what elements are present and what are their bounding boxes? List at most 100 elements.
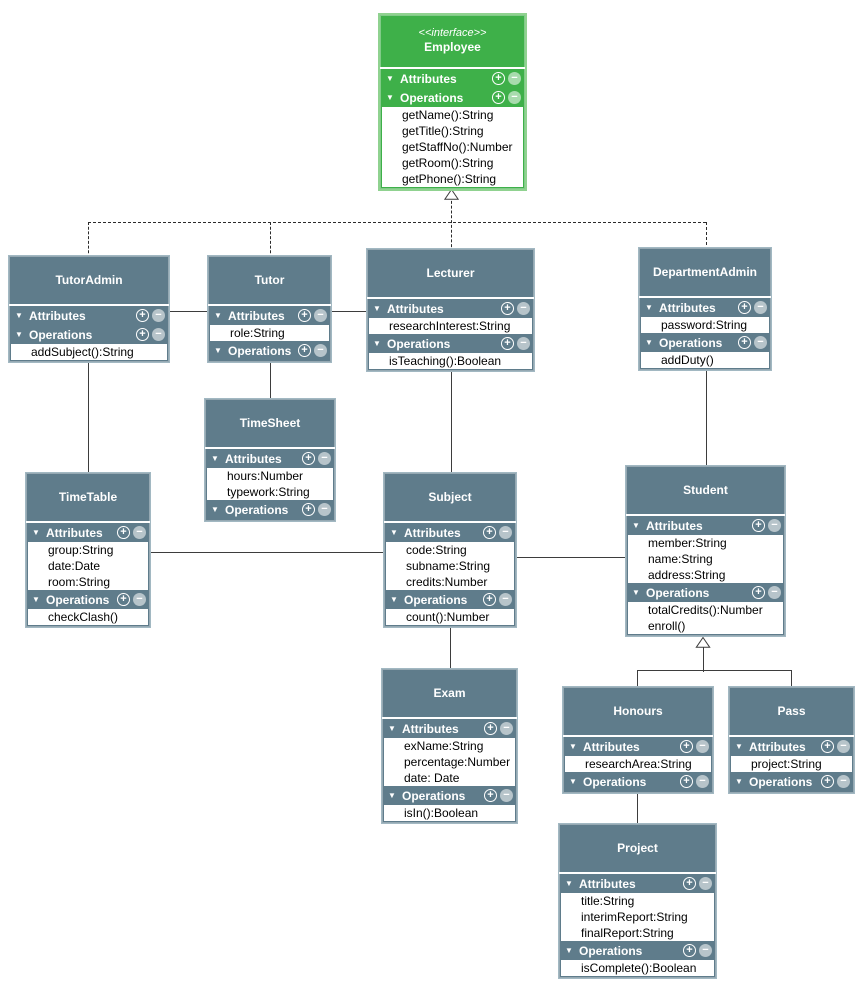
attribute-row[interactable]: group:String bbox=[48, 543, 114, 557]
connector-association-departmentadmin-student[interactable] bbox=[706, 368, 707, 470]
collapse-triangle-icon[interactable]: ▼ bbox=[211, 454, 219, 463]
remove-operation-icon[interactable]: − bbox=[133, 593, 146, 606]
connector-association-subject-exam[interactable] bbox=[450, 625, 451, 672]
connector-realization-drop-departmentadmin[interactable] bbox=[706, 222, 707, 250]
attribute-row[interactable]: project:String bbox=[751, 757, 822, 771]
remove-attribute-icon[interactable]: − bbox=[754, 301, 767, 314]
remove-attribute-icon[interactable]: − bbox=[508, 72, 521, 85]
add-attribute-icon[interactable]: + bbox=[117, 526, 130, 539]
add-operation-icon[interactable]: + bbox=[483, 593, 496, 606]
collapse-triangle-icon[interactable]: ▼ bbox=[645, 303, 653, 312]
operation-row[interactable]: totalCredits():Number bbox=[648, 603, 763, 617]
attribute-row[interactable]: room:String bbox=[48, 575, 111, 589]
collapse-triangle-icon[interactable]: ▼ bbox=[373, 304, 381, 313]
add-attribute-icon[interactable]: + bbox=[492, 72, 505, 85]
operation-row[interactable]: getTitle():String bbox=[402, 124, 484, 138]
remove-attribute-icon[interactable]: − bbox=[768, 519, 781, 532]
remove-operation-icon[interactable]: − bbox=[499, 593, 512, 606]
operation-row[interactable]: isIn():Boolean bbox=[404, 806, 479, 820]
operations-section-header[interactable]: ▼Operations+− bbox=[563, 772, 713, 791]
remove-attribute-icon[interactable]: − bbox=[499, 526, 512, 539]
collapse-triangle-icon[interactable]: ▼ bbox=[214, 311, 222, 320]
attributes-section-header[interactable]: ▼Attributes+− bbox=[729, 737, 854, 756]
attributes-section-header[interactable]: ▼Attributes+− bbox=[9, 306, 169, 325]
attribute-row[interactable]: researchArea:String bbox=[585, 757, 692, 771]
add-operation-icon[interactable]: + bbox=[680, 775, 693, 788]
collapse-triangle-icon[interactable]: ▼ bbox=[15, 330, 23, 339]
attributes-section-header[interactable]: ▼Attributes+− bbox=[26, 523, 150, 542]
add-operation-icon[interactable]: + bbox=[136, 328, 149, 341]
collapse-triangle-icon[interactable]: ▼ bbox=[32, 528, 40, 537]
operation-row[interactable]: count():Number bbox=[406, 610, 490, 624]
attribute-row[interactable]: password:String bbox=[661, 318, 748, 332]
remove-operation-icon[interactable]: − bbox=[318, 503, 331, 516]
remove-attribute-icon[interactable]: − bbox=[699, 877, 712, 890]
attribute-row[interactable]: date: Date bbox=[404, 771, 460, 785]
class-tutor[interactable]: Tutor▼Attributes+−role:String▼Operations… bbox=[207, 255, 332, 363]
connector-realization-trunk-vertical[interactable] bbox=[451, 196, 452, 252]
remove-operation-icon[interactable]: − bbox=[837, 775, 850, 788]
add-attribute-icon[interactable]: + bbox=[683, 877, 696, 890]
attributes-section-header[interactable]: ▼Attributes+− bbox=[559, 874, 716, 893]
operation-row[interactable]: getStaffNo():Number bbox=[402, 140, 513, 154]
add-attribute-icon[interactable]: + bbox=[136, 309, 149, 322]
class-employee[interactable]: <<interface>>Employee▼Attributes+−▼Opera… bbox=[378, 13, 527, 191]
remove-operation-icon[interactable]: − bbox=[508, 91, 521, 104]
collapse-triangle-icon[interactable]: ▼ bbox=[565, 879, 573, 888]
collapse-triangle-icon[interactable]: ▼ bbox=[569, 742, 577, 751]
connector-association-timetable-subject[interactable] bbox=[148, 552, 386, 553]
attributes-section-header[interactable]: ▼Attributes+− bbox=[208, 306, 331, 325]
operation-row[interactable]: isTeaching():Boolean bbox=[389, 354, 502, 368]
collapse-triangle-icon[interactable]: ▼ bbox=[632, 588, 640, 597]
add-attribute-icon[interactable]: + bbox=[752, 519, 765, 532]
add-operation-icon[interactable]: + bbox=[738, 336, 751, 349]
add-operation-icon[interactable]: + bbox=[821, 775, 834, 788]
operations-section-header[interactable]: ▼Operations+− bbox=[9, 325, 169, 344]
add-attribute-icon[interactable]: + bbox=[483, 526, 496, 539]
connector-generalization-horizontal[interactable] bbox=[637, 670, 791, 671]
class-honours[interactable]: Honours▼Attributes+−researchArea:String▼… bbox=[562, 686, 714, 794]
attribute-row[interactable]: researchInterest:String bbox=[389, 319, 511, 333]
remove-operation-icon[interactable]: − bbox=[699, 944, 712, 957]
collapse-triangle-icon[interactable]: ▼ bbox=[386, 93, 394, 102]
attribute-row[interactable]: finalReport:String bbox=[581, 926, 674, 940]
attribute-row[interactable]: subname:String bbox=[406, 559, 491, 573]
attribute-row[interactable]: percentage:Number bbox=[404, 755, 511, 769]
add-attribute-icon[interactable]: + bbox=[738, 301, 751, 314]
add-attribute-icon[interactable]: + bbox=[484, 722, 497, 735]
connector-generalization-drop-pass[interactable] bbox=[791, 670, 792, 690]
remove-operation-icon[interactable]: − bbox=[500, 789, 513, 802]
class-lecturer[interactable]: Lecturer▼Attributes+−researchInterest:St… bbox=[366, 248, 535, 372]
attribute-row[interactable]: credits:Number bbox=[406, 575, 488, 589]
remove-attribute-icon[interactable]: − bbox=[837, 740, 850, 753]
remove-attribute-icon[interactable]: − bbox=[133, 526, 146, 539]
remove-operation-icon[interactable]: − bbox=[768, 586, 781, 599]
remove-operation-icon[interactable]: − bbox=[754, 336, 767, 349]
add-operation-icon[interactable]: + bbox=[492, 91, 505, 104]
add-operation-icon[interactable]: + bbox=[501, 337, 514, 350]
collapse-triangle-icon[interactable]: ▼ bbox=[632, 521, 640, 530]
operation-row[interactable]: checkClash() bbox=[48, 610, 119, 624]
class-tutoradmin[interactable]: TutorAdmin▼Attributes+−▼Operations+−addS… bbox=[8, 255, 170, 363]
connector-association-tutoradmin-timetable[interactable] bbox=[88, 358, 89, 476]
add-attribute-icon[interactable]: + bbox=[680, 740, 693, 753]
collapse-triangle-icon[interactable]: ▼ bbox=[386, 74, 394, 83]
attribute-row[interactable]: exName:String bbox=[404, 739, 484, 753]
remove-attribute-icon[interactable]: − bbox=[152, 309, 165, 322]
remove-attribute-icon[interactable]: − bbox=[314, 309, 327, 322]
collapse-triangle-icon[interactable]: ▼ bbox=[211, 505, 219, 514]
attributes-section-header[interactable]: ▼Attributes+− bbox=[380, 69, 525, 88]
operations-section-header[interactable]: ▼Operations+− bbox=[729, 772, 854, 791]
operation-row[interactable]: isComplete():Boolean bbox=[581, 961, 697, 975]
add-attribute-icon[interactable]: + bbox=[501, 302, 514, 315]
attributes-section-header[interactable]: ▼Attributes+− bbox=[205, 449, 335, 468]
connector-association-tutor-timesheet[interactable] bbox=[270, 358, 271, 402]
operation-row[interactable]: getName():String bbox=[402, 108, 494, 122]
remove-attribute-icon[interactable]: − bbox=[696, 740, 709, 753]
add-operation-icon[interactable]: + bbox=[117, 593, 130, 606]
connector-association-tutor-lecturer[interactable] bbox=[330, 311, 368, 312]
operation-row[interactable]: addDuty() bbox=[661, 353, 714, 367]
